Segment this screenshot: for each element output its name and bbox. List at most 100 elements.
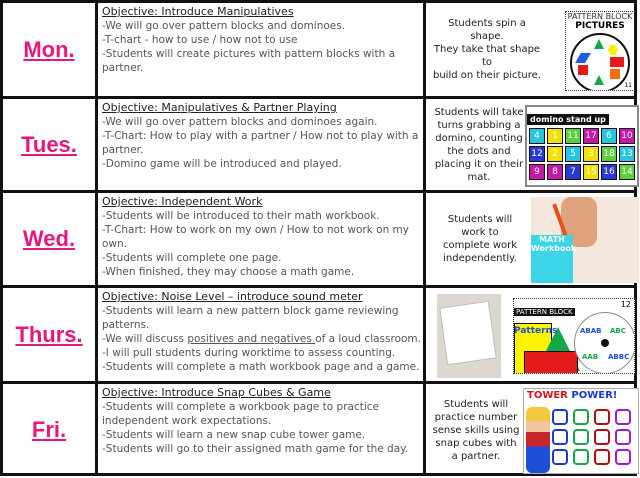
cover-title: MATH bbox=[539, 235, 565, 244]
number-card: 8 bbox=[547, 164, 563, 180]
student-workbook-photo bbox=[437, 294, 501, 378]
cover-subtitle: Workbook bbox=[531, 244, 577, 253]
number-card: 12 bbox=[529, 146, 545, 162]
cube-frame bbox=[573, 449, 589, 465]
math-workbook-photo: MATH Workbook bbox=[531, 197, 639, 283]
plan-line: partner. bbox=[102, 144, 144, 156]
number-card: 4 bbox=[529, 128, 545, 144]
desc-line: independently. bbox=[443, 253, 517, 264]
cube-frame bbox=[573, 429, 589, 445]
plan-cell: Objective: Noise Level – introduce sound… bbox=[98, 288, 426, 381]
number-card: 11 bbox=[565, 128, 581, 144]
desc-line: a partner. bbox=[451, 450, 501, 462]
cube-frame bbox=[552, 429, 568, 445]
desc-line: practice number bbox=[434, 411, 518, 423]
plan-cell: Objective: Independent Work -Students wi… bbox=[98, 193, 426, 285]
desc-line: Students will bbox=[443, 398, 509, 410]
day-cell: Wed. bbox=[3, 193, 98, 285]
row-tuesday: Tues. Objective: Manipulatives & Partner… bbox=[3, 99, 639, 193]
spinner-label: AAB bbox=[582, 353, 599, 361]
plan-cell: Objective: Manipulatives & Partner Playi… bbox=[98, 99, 426, 190]
plan-line: -I will pull students during worktime to… bbox=[102, 347, 396, 359]
plan-line: -T-Chart: How to play with a partner / H… bbox=[102, 130, 419, 142]
number-card: 16 bbox=[601, 164, 617, 180]
cube-frame bbox=[594, 449, 610, 465]
activity-cell: Students will take turns grabbing a domi… bbox=[429, 99, 639, 190]
plan-line: -We will go over pattern blocks and domi… bbox=[102, 116, 378, 128]
image-title: domino stand up bbox=[527, 114, 609, 125]
plan-line: own. bbox=[102, 238, 128, 250]
cube-frame bbox=[615, 449, 631, 465]
activity-description: Students will work to complete work inde… bbox=[431, 193, 529, 285]
number-card: 10 bbox=[619, 128, 635, 144]
desc-line: complete work bbox=[442, 240, 518, 251]
pattern-block-patterns-image: PATTERN BLOCK Patterns 12 ABAB ABC AAB A… bbox=[513, 298, 635, 374]
image-title: PATTERN BLOCK bbox=[567, 12, 633, 21]
cube-frame bbox=[594, 409, 610, 425]
desc-line: mat. bbox=[467, 171, 491, 183]
text: -We will discuss bbox=[102, 333, 188, 345]
text: of a loud classroom. bbox=[315, 333, 421, 345]
desc-line: Students spin a shape. bbox=[448, 18, 526, 42]
plan-line: -When finished, they may choose a math g… bbox=[102, 266, 355, 278]
spinner-icon bbox=[570, 33, 630, 90]
page-number: 11 bbox=[624, 82, 632, 89]
plan-cell: Objective: Introduce Snap Cubes & Game -… bbox=[98, 384, 426, 476]
day-cell: Fri. bbox=[3, 384, 98, 476]
number-card: 2 bbox=[547, 146, 563, 162]
image-title: TOWER POWER! bbox=[524, 389, 638, 402]
image-subtitle: Patterns bbox=[514, 326, 558, 336]
desc-line: Students will take bbox=[434, 106, 524, 118]
spinner-label: ABC bbox=[610, 327, 626, 335]
desc-line: They take that shape to bbox=[433, 44, 541, 68]
desc-line: work to bbox=[461, 227, 499, 238]
plan-line: -T-Chart: How to work on my own / How to… bbox=[102, 224, 410, 236]
spinner-label: ABAB bbox=[580, 327, 602, 335]
plan-line: -Students will learn a new pattern block… bbox=[102, 305, 399, 317]
day-cell: Tues. bbox=[3, 99, 98, 190]
number-card: 1 bbox=[547, 128, 563, 144]
superhero-kid-icon bbox=[526, 407, 550, 473]
plan-line: -Students will create pictures with patt… bbox=[102, 48, 396, 60]
plan-line: -We will discuss positives and negatives… bbox=[102, 332, 421, 346]
day-label: Thurs. bbox=[15, 321, 83, 347]
day-label: Fri. bbox=[31, 417, 67, 442]
cube-frame bbox=[573, 409, 589, 425]
image-subtitle: PICTURES bbox=[575, 21, 625, 31]
cube-frame bbox=[552, 449, 568, 465]
cube-frame bbox=[594, 429, 610, 445]
activity-description: Students will take turns grabbing a domi… bbox=[431, 99, 527, 190]
activity-cell: Students will practice number sense skil… bbox=[429, 384, 639, 476]
day-label: Mon. bbox=[23, 36, 75, 62]
activity-cell: PATTERN BLOCK Patterns 12 ABAB ABC AAB A… bbox=[429, 288, 635, 381]
day-cell: Mon. bbox=[3, 3, 98, 96]
plan-line: -Students will be introduced to their ma… bbox=[102, 210, 380, 222]
number-card: 9 bbox=[529, 164, 545, 180]
cube-frames bbox=[552, 409, 633, 465]
desc-line: the dots and bbox=[447, 145, 511, 157]
activity-description: Students spin a shape. They take that sh… bbox=[431, 3, 543, 96]
plan-line: independent work expectations. bbox=[102, 415, 272, 427]
image-title: PATTERN BLOCK bbox=[514, 308, 575, 316]
cube-frame bbox=[552, 409, 568, 425]
plan-line: -Students will complete one page. bbox=[102, 252, 282, 264]
number-card: 17 bbox=[583, 128, 599, 144]
page-number: 12 bbox=[620, 300, 631, 309]
pattern-spinner: ABAB ABC AAB ABBC bbox=[574, 312, 634, 373]
number-card: 13 bbox=[619, 146, 635, 162]
number-card: 7 bbox=[565, 164, 581, 180]
cube-frame bbox=[615, 409, 631, 425]
number-card: 18 bbox=[601, 146, 617, 162]
number-card: 5 bbox=[565, 146, 581, 162]
day-cell: Thurs. bbox=[3, 288, 98, 381]
pattern-block-pictures-image: PATTERN BLOCK PICTURES 11 bbox=[565, 11, 635, 91]
row-wednesday: Wed. Objective: Independent Work -Studen… bbox=[3, 193, 639, 288]
title-part: TOWER bbox=[527, 390, 568, 401]
desc-line: placing it on their bbox=[434, 158, 524, 170]
plan-cell: Objective: Introduce Manipulatives -We w… bbox=[98, 3, 426, 96]
objective: Objective: Noise Level – introduce sound… bbox=[102, 290, 363, 303]
cube-frame bbox=[615, 429, 631, 445]
number-card: 6 bbox=[601, 128, 617, 144]
